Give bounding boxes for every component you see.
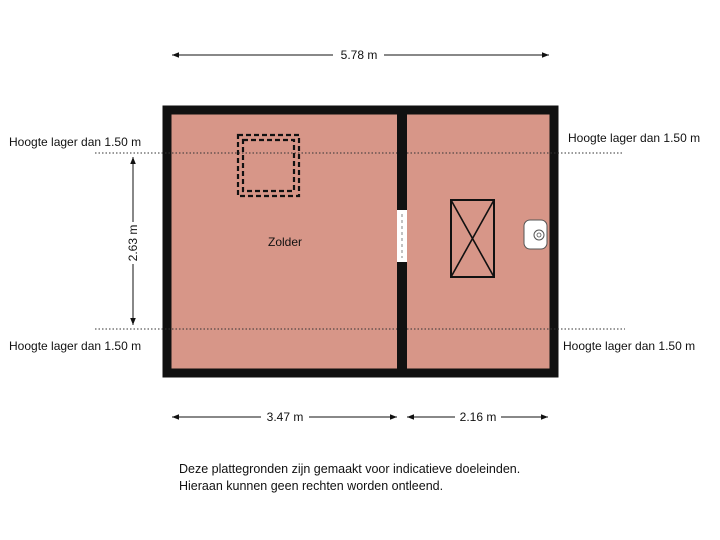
dim-total-width: 5.78 m bbox=[341, 48, 378, 62]
disclaimer-line-2: Hieraan kunnen geen rechten worden ontle… bbox=[179, 479, 444, 493]
height-note-top-right: Hoogte lager dan 1.50 m bbox=[568, 131, 700, 145]
disclaimer-line-1: Deze plattegronden zijn gemaakt voor ind… bbox=[179, 462, 521, 476]
dim-left-width: 3.47 m bbox=[267, 410, 304, 424]
room-label-zolder: Zolder bbox=[268, 235, 302, 249]
door-opening bbox=[397, 210, 407, 262]
shaft-box bbox=[450, 199, 495, 278]
boiler-icon bbox=[523, 219, 548, 250]
floor-area bbox=[162, 105, 559, 378]
height-note-bottom-right: Hoogte lager dan 1.50 m bbox=[563, 339, 695, 353]
height-note-bottom-left: Hoogte lager dan 1.50 m bbox=[9, 339, 141, 353]
dim-right-width: 2.16 m bbox=[460, 410, 497, 424]
disclaimer: Deze plattegronden zijn gemaakt voor ind… bbox=[179, 461, 520, 495]
dim-height: 2.63 m bbox=[126, 225, 140, 262]
height-note-top-left: Hoogte lager dan 1.50 m bbox=[9, 135, 141, 149]
roof-hatch bbox=[236, 133, 301, 198]
